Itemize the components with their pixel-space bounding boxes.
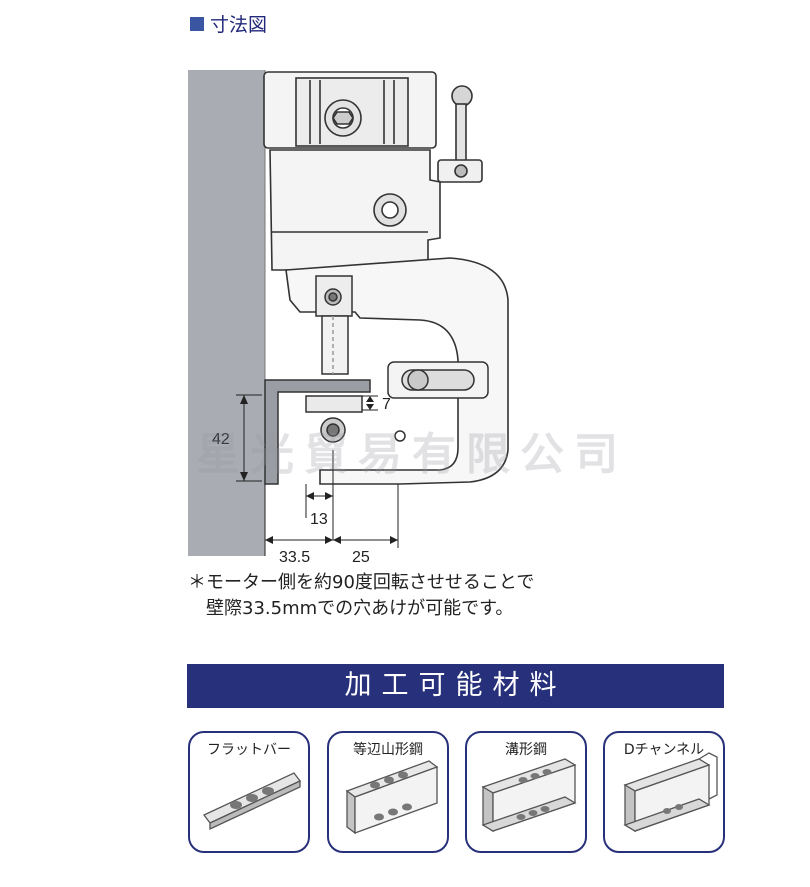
watermark: 星光貿易有限公司 <box>196 429 628 480</box>
material-label: フラットバー <box>207 742 291 758</box>
section-title: 寸法図 <box>190 10 267 37</box>
material-label: 溝形鋼 <box>505 742 547 758</box>
material-card-channel-steel: 溝形鋼 <box>465 731 587 853</box>
dimension-7-label: 7 <box>382 396 391 413</box>
material-card-angle-steel: 等辺山形鋼 <box>327 731 449 853</box>
dimension-13-label: 13 <box>310 511 328 528</box>
lever-handle <box>437 85 483 183</box>
motor-housing <box>263 71 437 149</box>
punch-ram <box>315 275 353 375</box>
wall <box>188 70 265 556</box>
note-line-2: 壁際33.5mmでの穴あけが可能です。 <box>206 598 514 619</box>
dimension-33-5-label: 33.5 <box>279 549 310 566</box>
section-title-text: 寸法図 <box>210 14 268 36</box>
pump-body <box>269 149 441 271</box>
c-frame <box>285 257 509 485</box>
dimension-25-label: 25 <box>352 549 370 566</box>
square-bullet-icon <box>190 16 204 31</box>
d-channel-icon <box>623 752 718 833</box>
dimension-diagram: 42 7 13 33.5 25 <box>188 70 509 566</box>
dimension-42-label: 42 <box>212 431 230 448</box>
material-card-d-channel: Dチャンネル <box>603 731 725 853</box>
note-line-1: ＊モーター側を約90度回転させせることで <box>188 572 535 593</box>
material-label: Dチャンネル <box>623 742 705 758</box>
angle-steel-icon <box>345 760 439 835</box>
material-label: 等辺山形鋼 <box>353 742 423 758</box>
stripper-guide <box>387 361 489 399</box>
materials-heading: 加工可能材料 <box>187 664 724 708</box>
note-text: ＊モーター側を約90度回転させせることで 壁際33.5mmでの穴あけが可能です。 <box>188 570 534 622</box>
dimension-lines <box>236 394 399 556</box>
material-card-flat-bar: フラットバー <box>188 731 310 853</box>
channel-steel-icon <box>481 758 577 833</box>
die-block <box>305 395 406 443</box>
flat-bar-icon <box>202 772 302 831</box>
